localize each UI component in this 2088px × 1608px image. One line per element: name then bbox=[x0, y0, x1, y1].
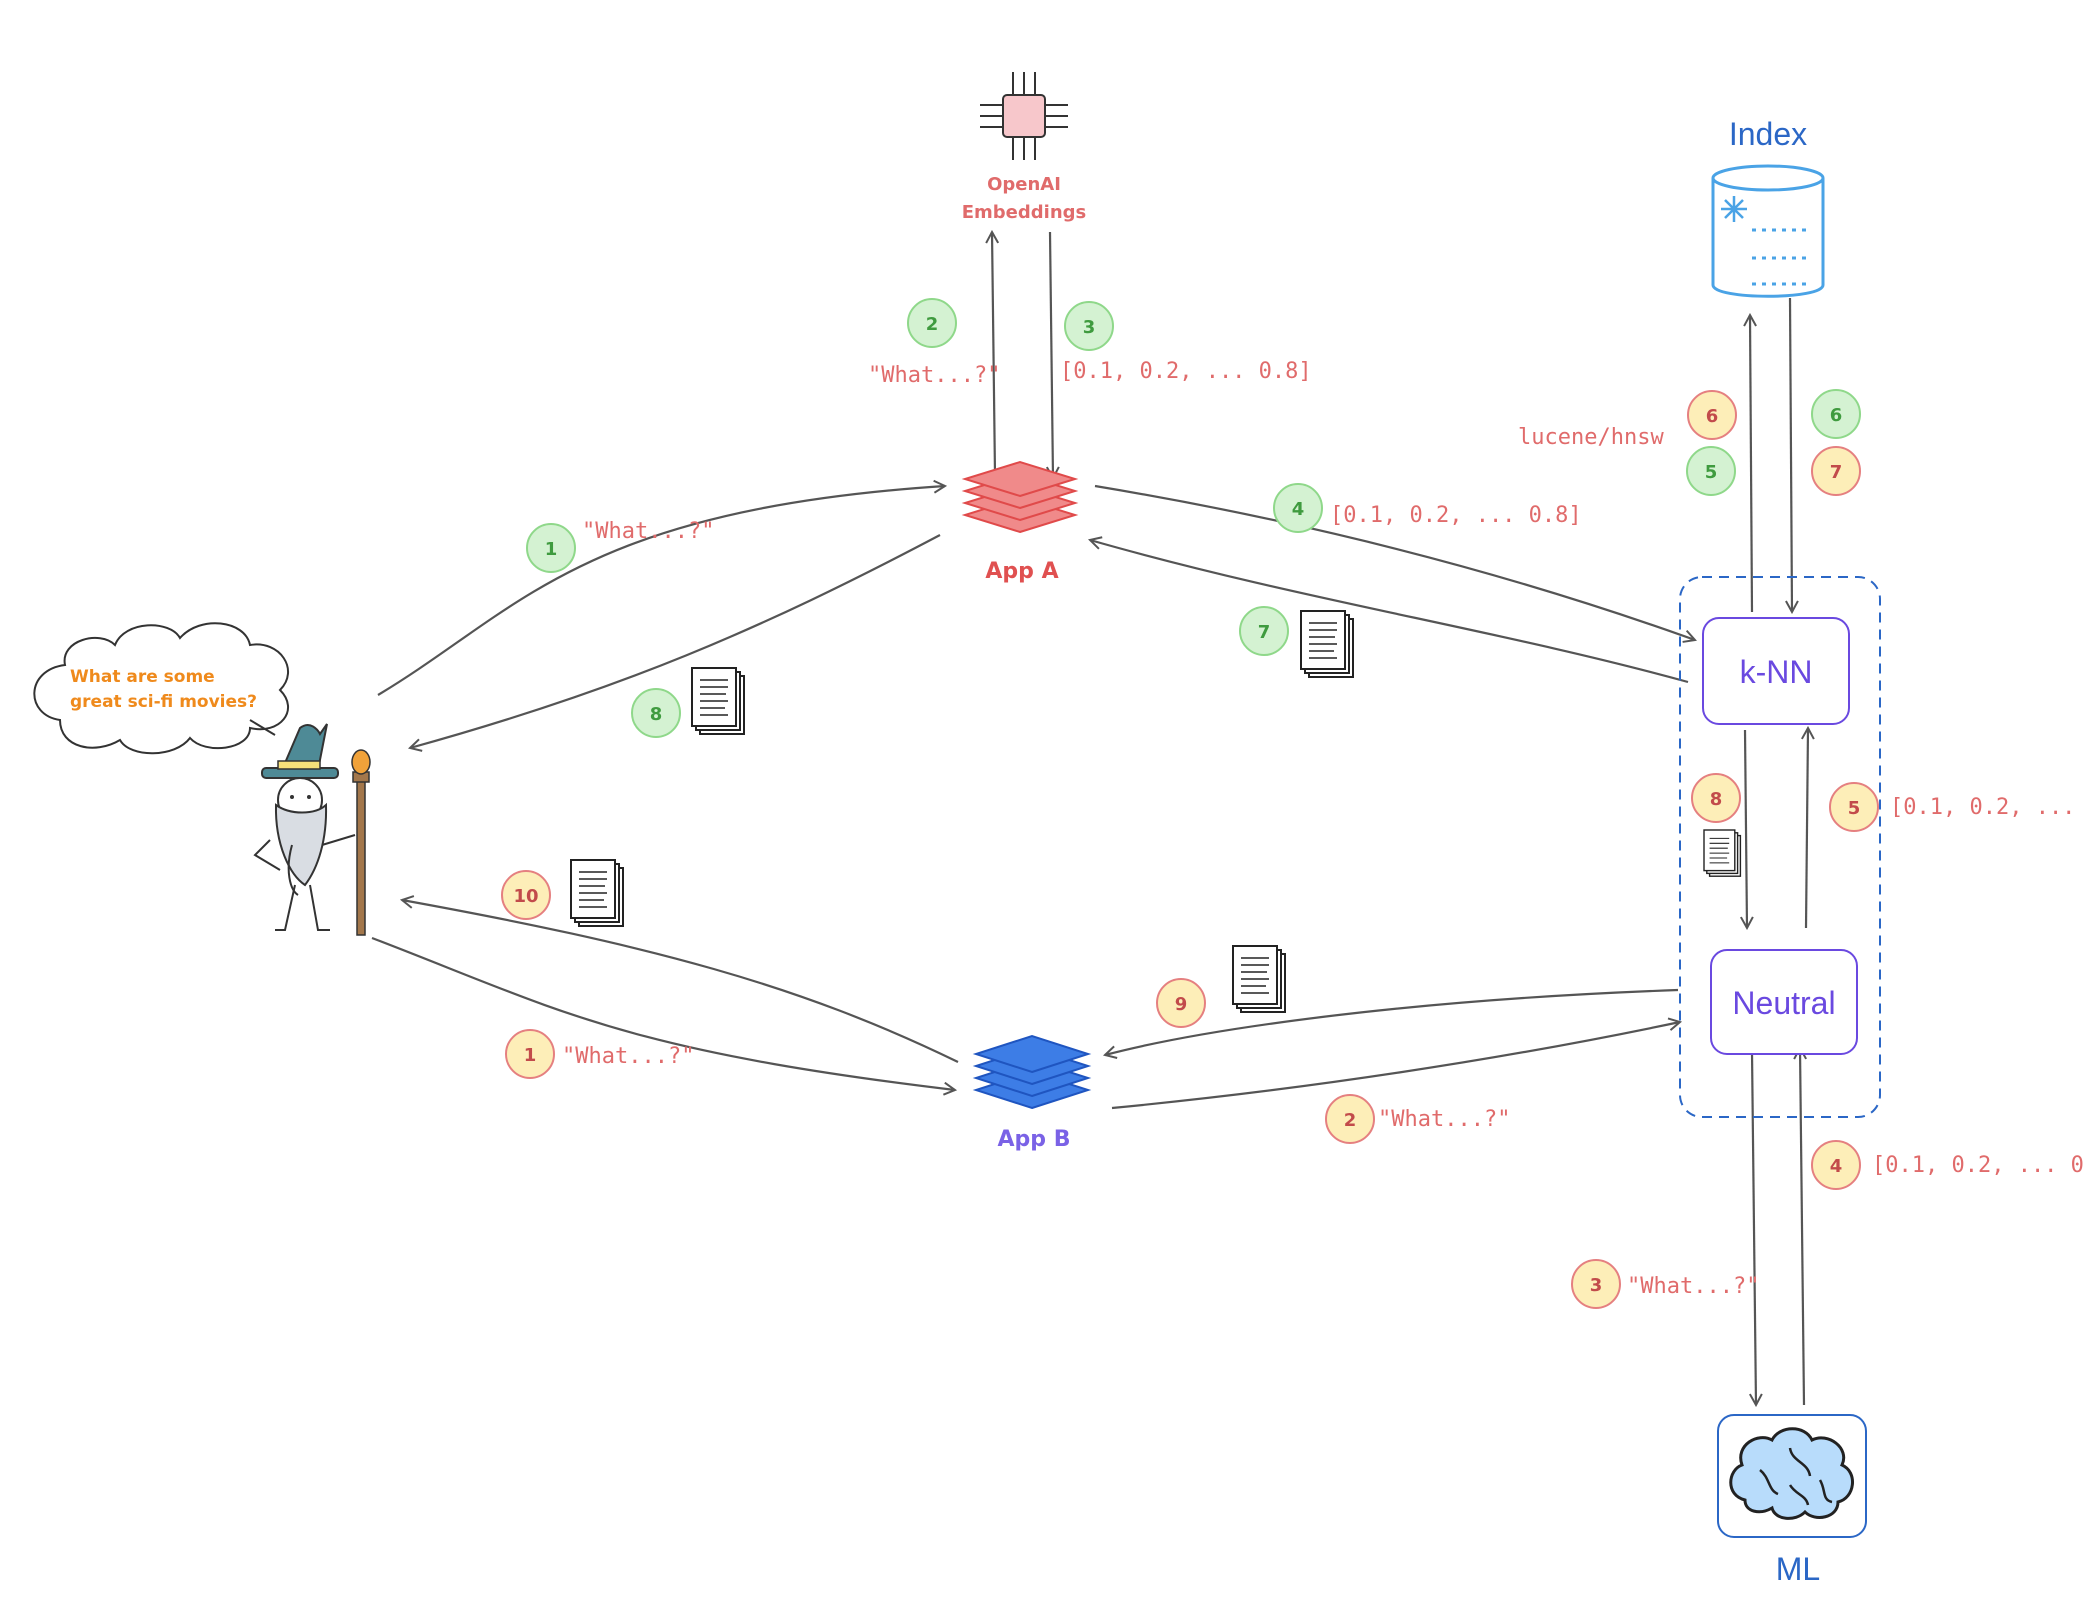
step-b6: 6 lucene/hnsw bbox=[1518, 390, 1737, 450]
step-b4: 4 [0.1, 0.2, ... 0.8] bbox=[1811, 1140, 2088, 1190]
database-icon bbox=[1711, 164, 1825, 298]
step-a1: 1 "What...?" bbox=[526, 519, 714, 573]
arrow-index-to-knn bbox=[1790, 297, 1792, 612]
step-number: 8 bbox=[1710, 789, 1723, 810]
document-stack-icon bbox=[570, 859, 624, 927]
wizard-user: What are some great sci-fi movies? bbox=[33, 622, 371, 936]
knn-node: k-NN bbox=[1702, 617, 1850, 725]
index-node: Index bbox=[1711, 116, 1825, 298]
step-label: [0.1, 0.2, ... 0.8] bbox=[1330, 503, 1582, 528]
step-label: [0.1, 0.2, ... 0.8] bbox=[1060, 359, 1312, 384]
step-number: 5 bbox=[1848, 798, 1861, 819]
arrow-app-a-to-wizard bbox=[410, 534, 941, 748]
step-b1: 1 "What...?" bbox=[505, 1029, 694, 1079]
step-number: 2 bbox=[1344, 1110, 1357, 1131]
step-b3: 3 "What...?" bbox=[1571, 1259, 1759, 1309]
arrow-app-a-to-knn bbox=[1094, 484, 1695, 640]
openai-embeddings-node: OpenAI Embeddings bbox=[962, 72, 1087, 223]
step-number: 8 bbox=[650, 704, 663, 725]
step-a2: 2 "What...?" bbox=[868, 298, 1000, 388]
step-a3: 3 [0.1, 0.2, ... 0.8] bbox=[1060, 301, 1312, 384]
arrow-app-b-to-wizard bbox=[402, 900, 959, 1063]
step-number: 7 bbox=[1830, 462, 1843, 483]
thought-line-2: great sci-fi movies? bbox=[70, 692, 257, 712]
step-number: 1 bbox=[545, 539, 558, 560]
arrow-knn-to-app-a bbox=[1090, 540, 1689, 684]
document-stack-icon bbox=[691, 667, 745, 735]
layers-icon bbox=[972, 1034, 1092, 1110]
step-label: "What...?" bbox=[562, 1044, 694, 1069]
step-a8: 8 bbox=[631, 688, 681, 738]
ml-label: ML bbox=[1776, 1551, 1820, 1587]
step-number: 5 bbox=[1705, 462, 1718, 483]
step-a5: 5 bbox=[1686, 446, 1736, 496]
app-b-label: App B bbox=[998, 1127, 1071, 1152]
step-b9: 9 bbox=[1156, 978, 1206, 1028]
step-b5: 5 [0.1, 0.2, ... 0.8] bbox=[1829, 782, 2088, 832]
app-b-node: App B bbox=[972, 1034, 1092, 1152]
search-cluster-frame bbox=[1679, 576, 1881, 1118]
step-b10: 10 bbox=[501, 870, 551, 920]
chip-icon bbox=[980, 72, 1068, 160]
step-number: 2 bbox=[926, 314, 939, 335]
arrow-app-a-to-openai bbox=[992, 232, 995, 476]
arrow-neutral-to-ml bbox=[1752, 1051, 1756, 1405]
neutral-label: Neutral bbox=[1732, 985, 1835, 1021]
step-number: 3 bbox=[1590, 1275, 1603, 1296]
step-b2: 2 "What...?" bbox=[1325, 1094, 1510, 1144]
step-label: lucene/hnsw bbox=[1518, 425, 1664, 450]
openai-label-2: Embeddings bbox=[962, 202, 1087, 223]
arrow-knn-to-neutral bbox=[1745, 729, 1747, 928]
arrow-openai-to-app-a bbox=[1050, 231, 1053, 478]
step-label: [0.1, 0.2, ... 0.8] bbox=[1872, 1153, 2088, 1178]
step-a7: 7 bbox=[1239, 606, 1289, 656]
arrow-knn-to-index bbox=[1750, 315, 1752, 613]
step-number: 4 bbox=[1830, 1156, 1843, 1177]
arrow-ml-to-neutral bbox=[1800, 1048, 1804, 1406]
step-label: "What...?" bbox=[582, 519, 714, 544]
arrow-wizard-to-app-a bbox=[377, 486, 945, 696]
arrow-neutral-to-knn bbox=[1806, 728, 1808, 929]
layers-icon bbox=[961, 460, 1079, 534]
step-label: "What...?" bbox=[1378, 1107, 1510, 1132]
arrow-app-b-to-neutral bbox=[1111, 1022, 1680, 1110]
arrow-wizard-to-app-b bbox=[371, 936, 955, 1090]
openai-label-1: OpenAI bbox=[987, 174, 1061, 195]
thought-line-1: What are some bbox=[70, 667, 215, 687]
document-stack-icon bbox=[1300, 610, 1354, 678]
step-a6: 6 bbox=[1811, 389, 1861, 439]
step-b8: 8 bbox=[1691, 773, 1741, 823]
step-number: 9 bbox=[1175, 994, 1188, 1015]
document-stack-icon bbox=[1232, 945, 1286, 1013]
step-a4: 4 [0.1, 0.2, ... 0.8] bbox=[1273, 483, 1582, 533]
brain-icon bbox=[1729, 1427, 1854, 1520]
index-label: Index bbox=[1729, 116, 1807, 152]
ml-node: ML bbox=[1717, 1414, 1867, 1587]
app-a-label: App A bbox=[985, 559, 1058, 584]
step-label: [0.1, 0.2, ... 0.8] bbox=[1890, 795, 2088, 820]
knn-label: k-NN bbox=[1740, 654, 1813, 690]
step-label: "What...?" bbox=[868, 363, 1000, 388]
step-number: 6 bbox=[1706, 406, 1719, 427]
step-number: 10 bbox=[513, 886, 538, 907]
thought-cloud: What are some great sci-fi movies? bbox=[33, 622, 290, 755]
step-number: 3 bbox=[1083, 317, 1096, 338]
snowflake-icon bbox=[1721, 196, 1747, 222]
step-number: 6 bbox=[1830, 405, 1843, 426]
step-b7: 7 bbox=[1811, 446, 1861, 496]
arrows bbox=[371, 231, 1808, 1406]
document-stack-icon bbox=[1703, 829, 1742, 877]
step-label: "What...?" bbox=[1627, 1274, 1759, 1299]
app-a-node: App A bbox=[961, 460, 1079, 584]
arrow-neutral-to-app-b bbox=[1105, 988, 1679, 1055]
step-number: 1 bbox=[524, 1045, 537, 1066]
step-number: 7 bbox=[1258, 622, 1271, 643]
step-number: 4 bbox=[1292, 499, 1305, 520]
neutral-node: Neutral bbox=[1710, 949, 1858, 1055]
